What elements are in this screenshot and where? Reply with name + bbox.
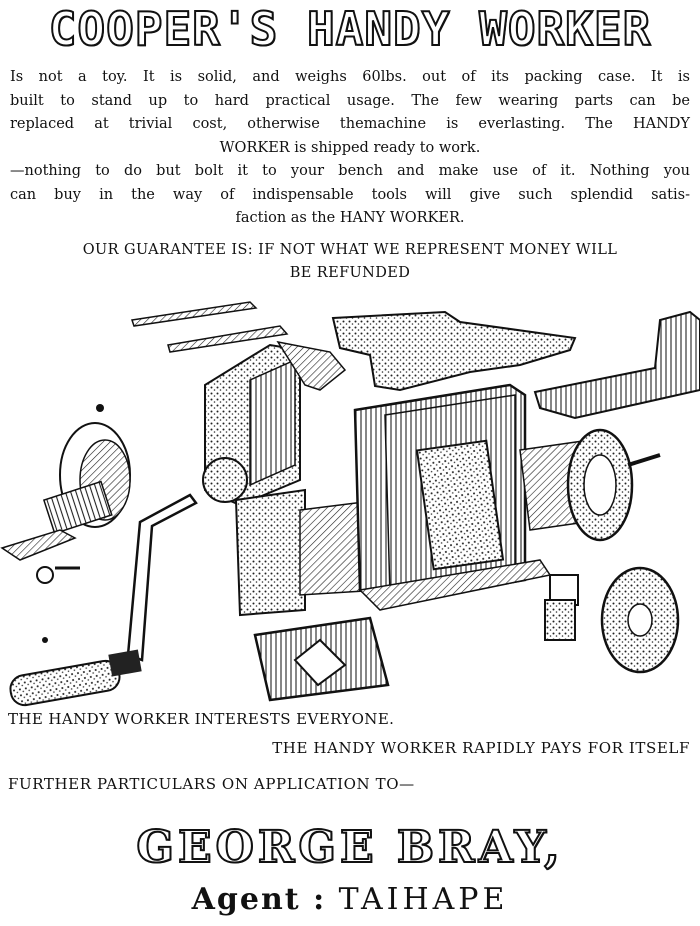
paragraph-line: can buy in the way of indispensable tool…	[10, 186, 690, 203]
machine-body-icon	[234, 383, 552, 617]
paragraph-line: replaced at trivial cost, otherwise them…	[10, 116, 690, 132]
paragraph-line: —nothing to do but bolt it to your bench…	[10, 163, 690, 179]
gear-housing-icon	[202, 340, 347, 507]
pulley-wheel-icon	[600, 566, 680, 674]
tagline: THE HANDY WORKER INTERESTS EVERYONE.	[8, 710, 395, 728]
agent-location: Agent : TAIHAPE	[0, 882, 700, 917]
paragraph-line: built to stand up to hard practical usag…	[10, 92, 690, 109]
paragraph-line: WORKER is shipped ready to work.	[219, 139, 481, 156]
grinding-wheel-icon	[0, 422, 131, 584]
crank-handle-icon	[9, 493, 198, 707]
particulars-line: FURTHER PARTICULARS ON APPLICATION TO—	[8, 775, 415, 793]
drill-bit-icon	[131, 301, 258, 327]
hand-wheel-icon	[519, 428, 661, 542]
agent-place: TAIHAPE	[338, 882, 509, 917]
clamp-icon	[544, 574, 579, 641]
agent-label: Agent :	[191, 882, 327, 917]
agent-name: GEORGE BRAY,	[135, 821, 564, 874]
machine-exploded-illustration	[0, 301, 700, 707]
tagline: THE HANDY WORKER RAPIDLY PAYS FOR ITSELF	[272, 739, 690, 757]
guarantee-statement: OUR GUARANTEE IS: IF NOT WHAT WE REPRESE…	[8, 239, 692, 285]
paragraph-line: Is not a toy. It is solid, and weighs 60…	[10, 69, 690, 85]
guarantee-line: OUR GUARANTEE IS: IF NOT WHAT WE REPRESE…	[82, 242, 618, 258]
paragraph-line: faction as the HANY WORKER.	[235, 210, 465, 226]
headline: COOPER'S HANDY WORKER	[48, 1, 652, 57]
drill-bit-icon	[167, 325, 289, 353]
description-paragraph: Is not a toy. It is solid, and weighs 60…	[10, 66, 690, 231]
guarantee-line: BE REFUNDED	[289, 265, 411, 281]
vise-jaw-icon	[253, 616, 390, 702]
anvil-icon	[331, 310, 577, 392]
vise-bar-icon	[533, 310, 700, 420]
